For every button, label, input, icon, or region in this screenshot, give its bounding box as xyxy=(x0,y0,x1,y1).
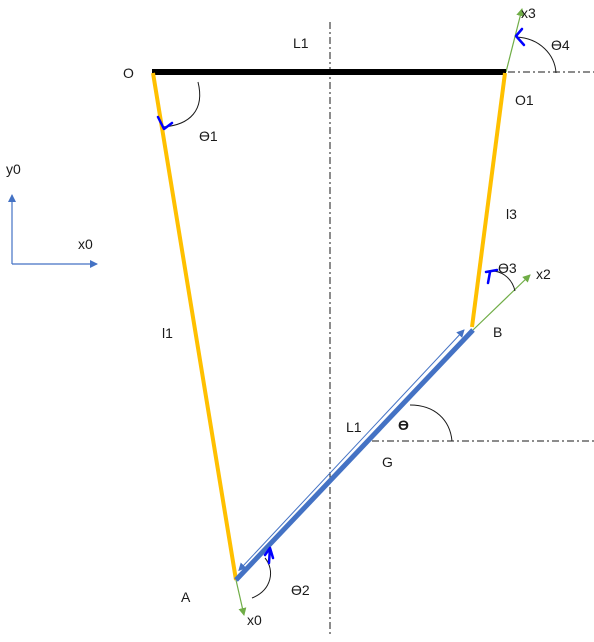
label-y0: y0 xyxy=(6,161,21,177)
label-theta2: ϴ2 xyxy=(291,582,310,598)
rotation-arrow-theta1 xyxy=(156,115,174,131)
label-theta1: ϴ1 xyxy=(199,128,218,144)
label-O1: O1 xyxy=(515,92,534,108)
angle-arc-theta xyxy=(409,404,453,442)
label-x2: x2 xyxy=(536,266,551,282)
label-G: G xyxy=(382,454,393,470)
angle-arc-theta2 xyxy=(251,557,272,599)
x0-local-axis-arrow xyxy=(235,579,247,616)
rotation-arrow-theta3 xyxy=(484,268,499,285)
label-x0-ref: x0 xyxy=(78,236,93,252)
angle-arc-theta4 xyxy=(515,36,557,74)
label-O: O xyxy=(123,65,134,81)
x2-axis-arrow xyxy=(472,274,531,331)
label-l3: l3 xyxy=(506,206,517,222)
angle-arc-theta1 xyxy=(162,81,201,128)
label-B: B xyxy=(493,324,502,340)
label-x0-A: x0 xyxy=(247,612,262,628)
rotation-arrow-theta4 xyxy=(514,27,526,47)
label-A: A xyxy=(181,589,191,605)
link-l1 xyxy=(151,72,238,581)
link-l3 xyxy=(470,72,507,328)
coupler-link xyxy=(234,328,475,582)
label-l1: l1 xyxy=(162,325,173,341)
rotation-arrow-theta2 xyxy=(263,546,275,565)
x3-axis-arrow xyxy=(505,8,525,73)
label-x3: x3 xyxy=(521,5,536,21)
dimension-arrow-l1 xyxy=(238,329,465,572)
label-theta: ϴ xyxy=(398,417,409,433)
label-L1-mid: L1 xyxy=(346,419,362,435)
label-theta3: ϴ3 xyxy=(498,260,517,276)
label-theta4: ϴ4 xyxy=(551,37,570,53)
label-L1-top: L1 xyxy=(293,35,309,51)
